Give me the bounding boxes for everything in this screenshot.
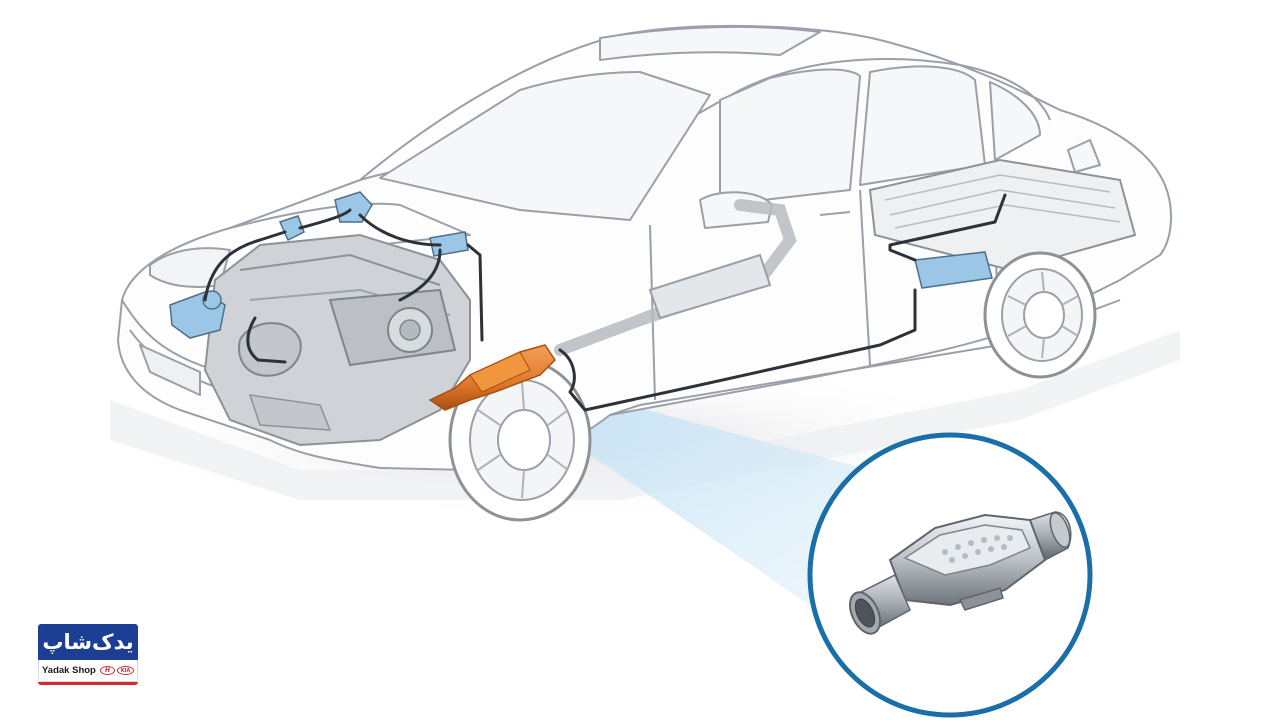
logo-latin-text: Yadak Shop bbox=[42, 665, 96, 676]
front-wheel bbox=[448, 358, 592, 522]
rear-wheel bbox=[983, 251, 1097, 379]
catalytic-converter-closeup bbox=[848, 511, 1072, 635]
fuel-tank bbox=[868, 158, 1137, 272]
logo-persian-text: یدک‌شاپ bbox=[38, 624, 138, 660]
hyundai-logo-icon: H bbox=[100, 666, 115, 675]
kia-logo-icon: KIA bbox=[117, 666, 134, 675]
logo-red-stripe bbox=[38, 682, 138, 685]
logo-bottom-bar: Yadak Shop H KIA bbox=[38, 660, 138, 682]
yadak-shop-logo: یدک‌شاپ Yadak Shop H KIA bbox=[38, 624, 138, 685]
sensor-components bbox=[169, 191, 993, 339]
logo-brand-badges: H KIA bbox=[100, 666, 134, 675]
engine bbox=[203, 233, 471, 447]
wiring-harness bbox=[203, 193, 1007, 412]
catalytic-converter-highlight bbox=[428, 344, 556, 411]
muffler bbox=[648, 253, 772, 320]
